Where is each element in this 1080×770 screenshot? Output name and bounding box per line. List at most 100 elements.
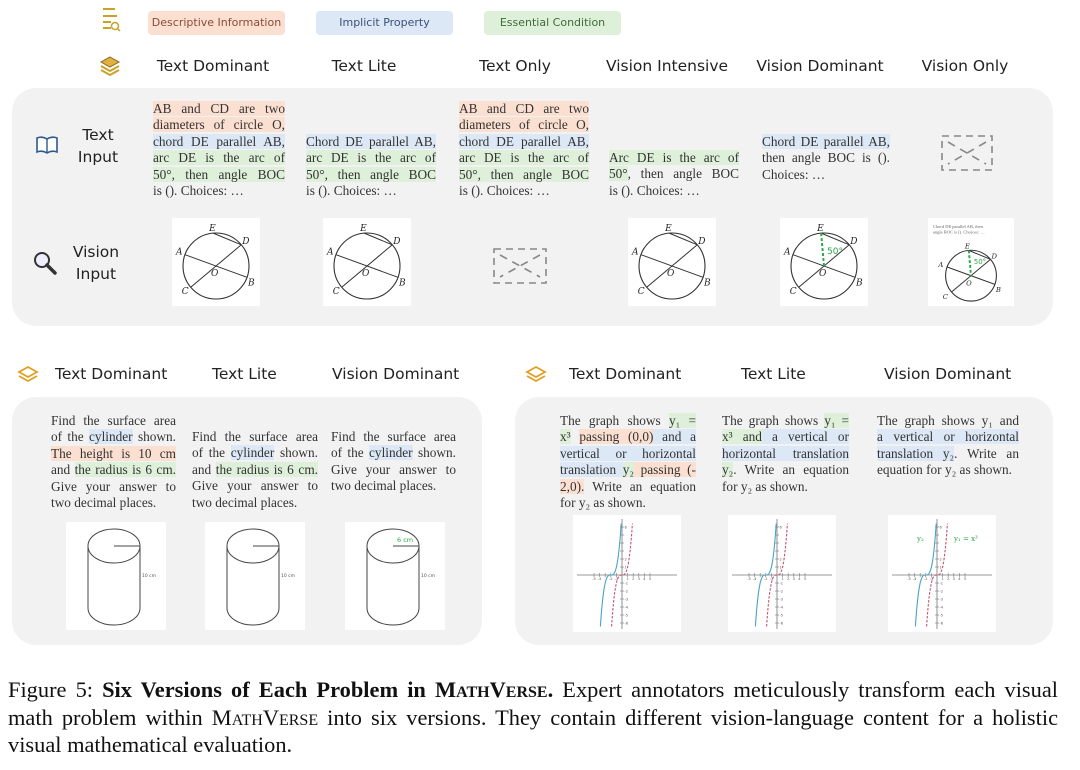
x-tick-label: 4 <box>798 577 801 581</box>
x-tick-label: 3 <box>638 577 640 581</box>
y-tick-label: -1 <box>940 581 944 585</box>
essential-condition-span: Arc DE is the arc of <box>609 150 739 165</box>
radius-eo-annotation <box>820 233 825 267</box>
legend-implicit-property: Implicit Property <box>316 11 453 35</box>
text-span: two decimal places. <box>331 478 437 494</box>
diameter-cd <box>646 244 698 288</box>
diameter-cd <box>341 244 393 288</box>
row-label-input: Input <box>77 148 119 166</box>
text-line: horizontal translation <box>722 445 849 462</box>
point-label-o: O <box>819 269 827 279</box>
essential-condition-span: x³ <box>560 429 571 445</box>
caption-body: Expert annotators meticulously transform… <box>8 677 1058 730</box>
y-tick-label: -2 <box>625 589 629 593</box>
y-tick-label: 1 <box>940 565 942 569</box>
x-tick-label: 2 <box>787 577 789 581</box>
text-line: x³ passing (0,0) and a <box>560 429 696 445</box>
implicit-property-span: vertical or horizontal <box>560 445 696 461</box>
version-header-text-only: Text Only <box>479 57 551 75</box>
chord-de <box>363 232 393 246</box>
diameter-cd <box>951 258 991 293</box>
legend-essential-condition: Essential Condition <box>484 11 621 35</box>
text-line: AB and CD are two <box>459 101 589 117</box>
text-line: for y₂ as shown. <box>560 495 696 511</box>
text-span: Find the surface area <box>331 429 456 444</box>
text-span: is (). Choices: … <box>153 183 244 199</box>
x-tick-label: -4 <box>598 577 602 581</box>
implicit-property-span: and a <box>653 429 696 445</box>
text-line: two decimal places. <box>192 495 318 511</box>
graph-text-dominant: The graph shows y₁ =x³ passing (0,0) and… <box>560 413 697 511</box>
text-line: The graph shows y₁ and <box>877 413 1019 429</box>
descriptive-information-span: AB and CD are two <box>459 101 589 116</box>
caption-title-text: Six Versions of Each Problem in <box>102 677 435 702</box>
point-label-o: O <box>966 279 972 287</box>
y-tick-label: -1 <box>625 581 629 585</box>
text-line: is (). Choices: … <box>609 183 739 199</box>
y-tick-label: 6 <box>780 525 783 529</box>
version-header-vision-only: Vision Only <box>921 57 1009 75</box>
caption-prefix: Figure 5: <box>8 677 103 702</box>
x-tick-label: 4 <box>958 577 961 581</box>
y-tick-label: 6 <box>940 525 943 529</box>
point-label-e: E <box>664 224 672 234</box>
y-tick-label: 2 <box>780 557 782 561</box>
implicit-property-span: chord DE parallel AB, <box>459 133 589 149</box>
cylinder-diagram-text-lite: 10 cm <box>205 522 305 630</box>
row-label-text: Text <box>82 126 114 144</box>
circle-o <box>638 232 706 300</box>
version-header-text-dominant: Text Dominant <box>569 365 682 383</box>
text-line: is (). Choices: … <box>459 183 589 199</box>
caption-title-mathverse: MathVerse <box>435 677 548 702</box>
version-header-vision-dominant: Vision Dominant <box>332 365 460 383</box>
x-tick-label: 1 <box>626 577 628 581</box>
text-line: of the cylinder shown. <box>192 445 318 461</box>
implicit-property-span: Chord DE parallel AB, <box>306 134 436 149</box>
text-span: Give your answer to <box>192 478 318 494</box>
text-line: for y₂ as shown. <box>722 479 849 495</box>
implicit-property-span: cylinder <box>230 445 275 461</box>
legend-descriptive-information: Descriptive Information <box>148 11 285 35</box>
text-line: then angle BOC is (). <box>762 150 890 166</box>
essential-condition-span: arc DE is the arc of <box>306 150 436 166</box>
text-line: Give your answer to <box>51 479 176 495</box>
essential-condition-span: 50° <box>609 166 628 182</box>
descriptive-information-span: diameters of circle O, <box>459 117 589 133</box>
point-label-d: D <box>990 252 997 260</box>
implicit-property-span: chord DE parallel AB, <box>153 133 285 149</box>
point-label-d: D <box>697 237 705 247</box>
text-span: equation for y₂ as shown. <box>877 462 1012 478</box>
point-label-a: A <box>783 248 791 258</box>
text-line: Chord DE parallel AB, <box>762 134 890 150</box>
text-line: two decimal places. <box>331 478 456 494</box>
text-span: The graph shows y₁ and <box>877 413 1019 428</box>
x-tick-label: -2 <box>609 577 613 581</box>
text-line: Find the surface area <box>51 413 176 429</box>
text-line: y₂. Write an equation <box>722 462 849 478</box>
version-header-text-dominant: Text Dominant <box>55 365 168 383</box>
text-line: Arc DE is the arc of <box>609 150 739 166</box>
text-line: equation for y₂ as shown. <box>877 462 1019 478</box>
y-tick-label: -2 <box>780 589 784 593</box>
point-label-a: A <box>175 248 183 258</box>
caption-title: Six Versions of Each Problem in MathVers… <box>102 677 553 702</box>
descriptive-information-span: AB and CD are two <box>153 101 285 116</box>
text-span: . Write an equation <box>733 462 849 478</box>
point-label-a: A <box>937 261 943 269</box>
circle-o <box>790 232 858 300</box>
y-tick-label: -4 <box>780 605 784 609</box>
implicit-property-span: translation y₂ <box>877 445 955 461</box>
text-line: The graph shows y₁ = <box>722 413 850 429</box>
essential-condition-span: 50°, then angle BOC <box>459 166 589 182</box>
point-label-e: E <box>208 224 216 234</box>
x-tick-label: -2 <box>764 577 768 581</box>
point-label-c: C <box>638 287 645 297</box>
essential-condition-span: 50°, then angle BOC <box>306 166 436 182</box>
point-label-b: B <box>995 286 1001 294</box>
text-span: of the <box>51 429 90 445</box>
point-label-e: E <box>359 224 367 234</box>
curve-y2 <box>914 523 937 627</box>
